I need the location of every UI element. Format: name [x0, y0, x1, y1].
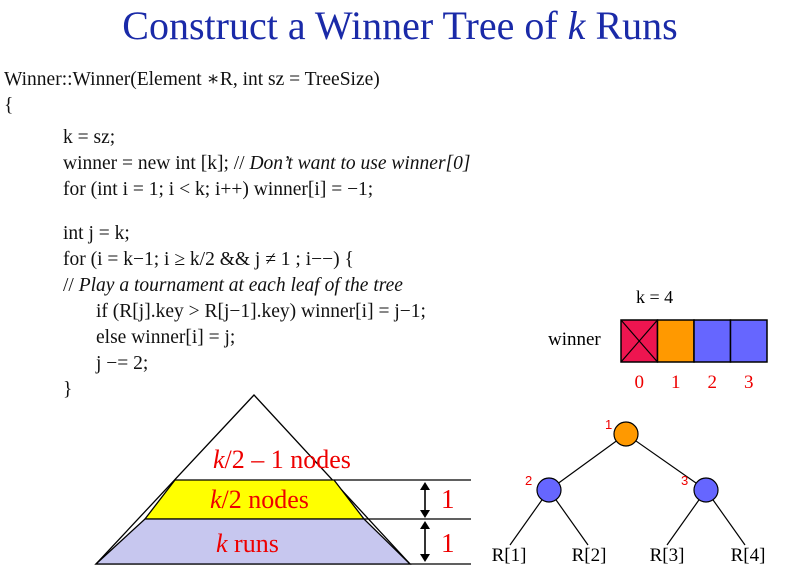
title-suffix: Runs — [585, 3, 678, 48]
winner-array-label: winner — [548, 329, 601, 350]
leaf-run-1: R[1] — [492, 545, 527, 566]
winner-index-3: 3 — [744, 372, 754, 393]
winner-cell-2 — [693, 319, 732, 363]
leaf-run-3: R[3] — [650, 545, 685, 566]
height-label-bottom: 1 — [441, 528, 455, 558]
edge-1-3 — [625, 433, 707, 491]
code-line-for-init: for (int i = 1; i < k; i++) winner[i] = … — [63, 179, 374, 200]
tree-node-1 — [613, 421, 639, 447]
label-runs: k runs — [216, 529, 279, 558]
height-label-middle: 1 — [441, 484, 455, 514]
title-k: k — [567, 3, 586, 48]
edge-1-2 — [548, 433, 627, 491]
code-winner-new-text: winner = new int [k]; // — [63, 153, 250, 174]
code-line-int-j: int j = k; — [63, 223, 130, 244]
label-leaf-nodes: k/2 nodes — [210, 485, 309, 514]
winner-cells — [620, 319, 768, 363]
winner-index-0: 0 — [635, 372, 645, 393]
code-line-k: k = sz; — [63, 127, 116, 148]
code-close-brace: } — [63, 379, 73, 400]
k-equals-label: k = 4 — [636, 287, 673, 307]
code-signature: Winner::Winner(Element ∗R, int sz = Tree… — [4, 69, 380, 90]
height-arrow-bottom — [420, 521, 430, 562]
slide-title: Construct a Winner Tree of k Runs — [0, 2, 800, 49]
code-line-if: if (R[j].key > R[j−1].key) winner[i] = j… — [96, 301, 426, 322]
winner-tree: 1 2 3 R[1] R[2] R[3] R[4] — [492, 417, 766, 566]
code-open-brace: { — [4, 95, 14, 116]
code-line-comment: // Play a tournament at each leaf of the… — [63, 273, 403, 299]
leaf-run-2: R[2] — [572, 545, 607, 566]
winner-cell-3 — [729, 319, 768, 363]
code-line-else: else winner[i] = j; — [96, 327, 236, 348]
height-arrow-middle — [420, 482, 430, 518]
winner-index-2: 2 — [708, 372, 718, 393]
winner-index-1: 1 — [671, 372, 681, 393]
tree-node-2-label: 2 — [525, 473, 532, 488]
label-internal-nodes: k/2 – 1 nodes — [213, 445, 351, 474]
tree-node-1-label: 1 — [605, 417, 612, 432]
tree-node-2 — [536, 477, 562, 503]
leaf-run-4: R[4] — [731, 545, 766, 566]
winner-array: k = 4 winner 0 1 2 3 — [548, 287, 768, 393]
code-line-winner-new: winner = new int [k]; // Don’t want to u… — [63, 151, 470, 177]
code-line-j-dec: j −= 2; — [96, 353, 149, 374]
tree-node-3 — [693, 477, 719, 503]
unused-cell-cross-1 — [620, 319, 658, 363]
tree-node-3-label: 3 — [681, 473, 688, 488]
title-prefix: Construct a Winner Tree of — [122, 3, 568, 48]
code-comment-slashes: // — [63, 275, 79, 296]
winner-indices: 0 1 2 3 — [635, 372, 754, 393]
winner-cell-1 — [656, 319, 695, 363]
tree-triangle: k/2 – 1 nodes k/2 nodes k runs 1 1 — [94, 394, 471, 565]
code-winner-comment: Don’t want to use winner[0] — [249, 153, 471, 174]
code-comment-text: Play a tournament at each leaf of the tr… — [78, 275, 403, 296]
code-line-for-loop: for (i = k−1; i ≥ k/2 && j ≠ 1 ; i−−) { — [63, 249, 354, 270]
